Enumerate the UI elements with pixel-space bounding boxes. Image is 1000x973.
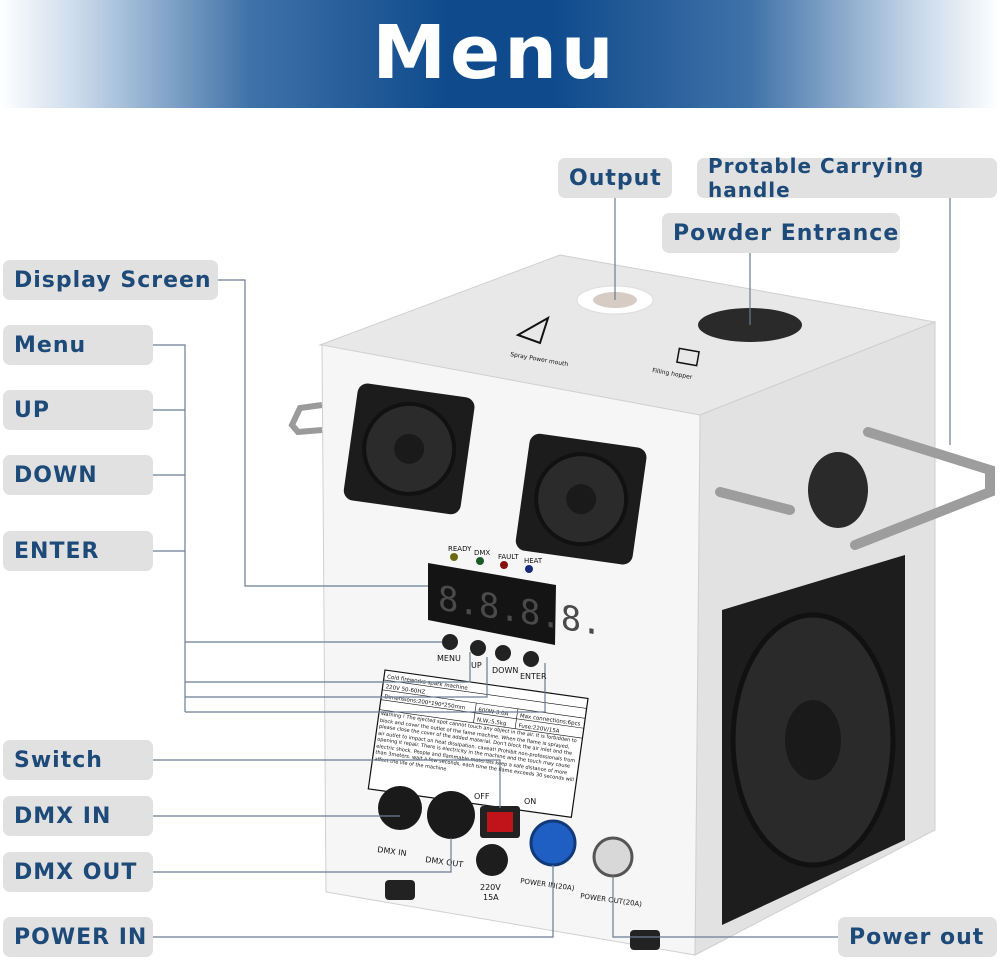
page-title: Menu	[372, 10, 618, 96]
callout-power-out: Power out	[838, 917, 997, 957]
header-banner: Menu	[0, 0, 1000, 108]
plate-fuse: Fuse:220V/15A	[518, 723, 560, 735]
callout-menu: Menu	[3, 325, 153, 365]
display-screen	[428, 563, 556, 645]
menu-button-label: MENU	[437, 654, 461, 663]
foot	[385, 880, 415, 900]
fuse-holder	[476, 844, 508, 876]
handle-left	[288, 402, 323, 436]
led-label-ready: READY	[448, 545, 472, 553]
fuse-amp-text: 15A	[483, 893, 499, 902]
menu-button	[442, 634, 458, 650]
down-button	[495, 645, 511, 661]
fan-left	[343, 383, 475, 515]
led-ready	[450, 553, 458, 561]
power-out-connector	[592, 836, 634, 878]
led-dmx	[476, 557, 484, 565]
off-text: OFF	[474, 792, 490, 801]
led-label-fault: FAULT	[498, 553, 519, 561]
foot	[630, 930, 660, 950]
side-port	[808, 452, 868, 528]
hopper-icon	[676, 347, 700, 367]
enter-button	[523, 651, 539, 667]
on-text: ON	[524, 797, 536, 806]
side-fan	[722, 555, 905, 925]
callout-powder-entrance: Powder Entrance	[662, 213, 900, 253]
callout-lines	[153, 177, 997, 938]
warning-icon	[515, 315, 550, 345]
plate-voltage: 220V 50-60HZ	[385, 684, 426, 696]
up-button-label: UP	[471, 661, 482, 670]
callout-output: Output	[558, 158, 672, 198]
handle-right	[715, 427, 995, 550]
callout-enter: ENTER	[3, 531, 153, 571]
led-fault	[500, 561, 508, 569]
dmx-out-port	[427, 791, 475, 839]
callout-dmx-in: DMX IN	[3, 796, 153, 836]
button-labels: MENU UP DOWN ENTER	[437, 654, 547, 681]
fuse-voltage-text: 220V	[480, 883, 501, 892]
dmx-in-text: DMX IN	[377, 845, 407, 858]
callout-down: DOWN	[3, 455, 153, 495]
power-in-connector	[529, 819, 577, 867]
led-label-heat: HEAT	[524, 557, 543, 565]
enter-button-label: ENTER	[520, 672, 547, 681]
down-button-label: DOWN	[492, 666, 518, 675]
callout-up: UP	[3, 390, 153, 430]
callout-carrying-handle: Protable Carrying handle	[697, 154, 997, 202]
callout-display-screen: Display Screen	[3, 260, 218, 300]
plate-weight: N.W.:5.5kg	[476, 717, 506, 727]
led-label-dmx: DMX	[474, 549, 490, 557]
callout-switch: Switch	[3, 740, 153, 780]
dmx-in-port	[378, 786, 422, 830]
fan-right	[515, 433, 647, 565]
led-heat	[525, 565, 533, 573]
up-button	[470, 640, 486, 656]
callout-dmx-out: DMX OUT	[3, 852, 153, 892]
callout-power-in: POWER IN	[3, 917, 153, 957]
